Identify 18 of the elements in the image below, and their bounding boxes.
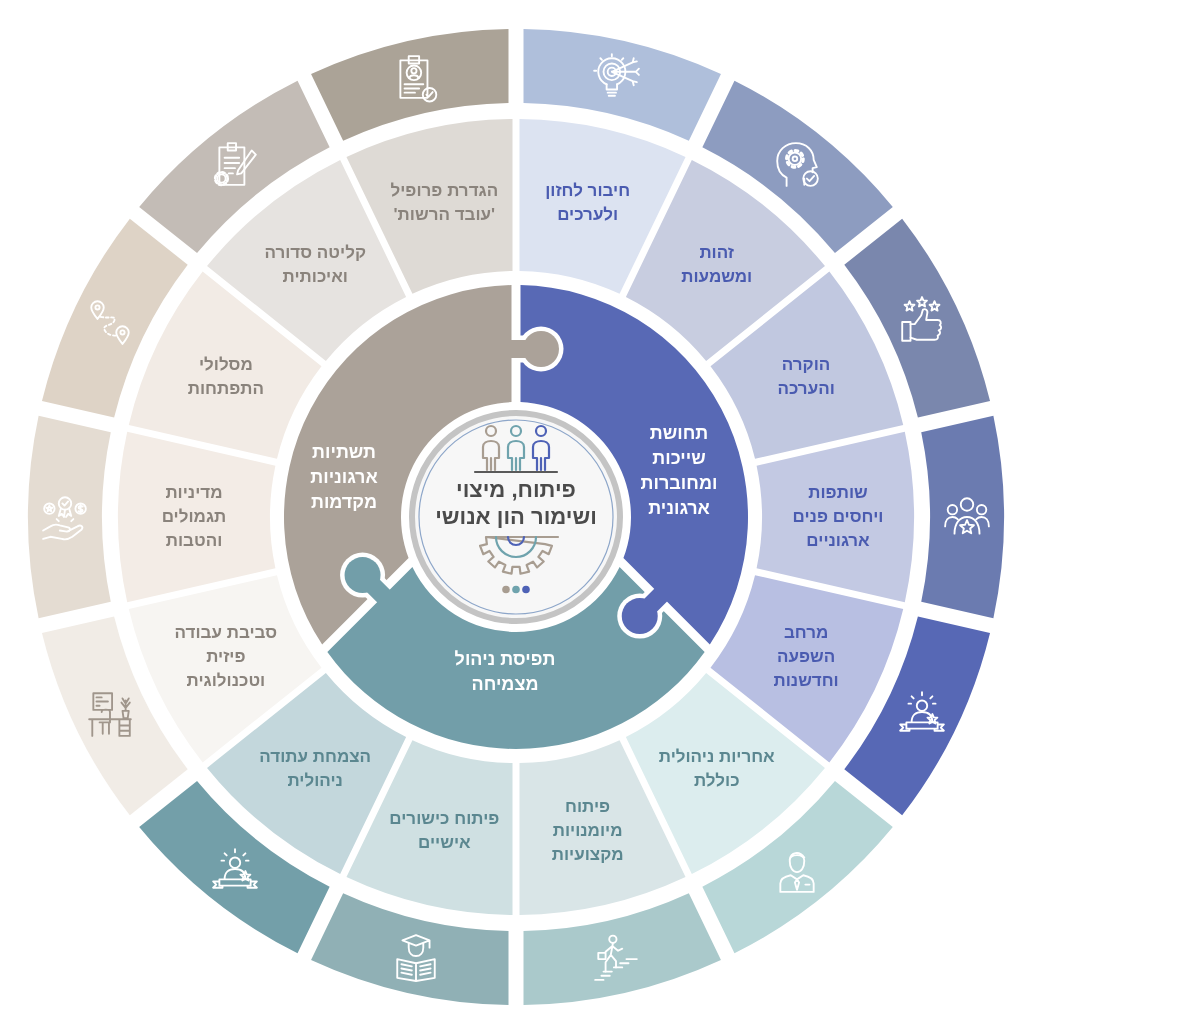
piece-label: תפיסת ניהול מצמיחה	[453, 648, 557, 696]
segment-label: מסלולי התפתחות	[186, 354, 265, 401]
segment-label: הגדרת פרופיל 'עובד הרשות'	[389, 180, 500, 227]
segment-label: מדיניות תגמולים והטבות	[160, 482, 228, 552]
piece-label: תחושת שייכות ומחוברות ארגונית	[639, 422, 719, 520]
segment-label: פיתוח כישורים אישיים	[388, 807, 501, 854]
segment-label: פיתוח מיומנויות מקצועיות	[550, 795, 625, 866]
segment-label: זהות ומשמעות	[680, 242, 754, 289]
segment-label: חיבור לחזון ולערכים	[544, 180, 632, 227]
segment-label: אחריות ניהולית כוללת	[657, 745, 776, 792]
segment-label: סביבת עבודה פיזית וטכנולוגית	[173, 621, 279, 692]
segment-label: הצמחת עתודה ניהולית	[258, 745, 373, 792]
segment-label: קליטה סדורה ואיכותית	[263, 242, 367, 289]
segment-label: שותפות ויחסים פנים ארגוניים	[791, 482, 885, 552]
piece-label: תשתיות ארגוניות מקדמות	[309, 440, 379, 514]
segment-label: הוקרה והערכה	[776, 354, 836, 401]
segment-label: מרחב השפעה וחדשנות	[772, 621, 840, 692]
center-title: פיתוח, מיצוי ושימור הון אנושי	[434, 476, 598, 530]
